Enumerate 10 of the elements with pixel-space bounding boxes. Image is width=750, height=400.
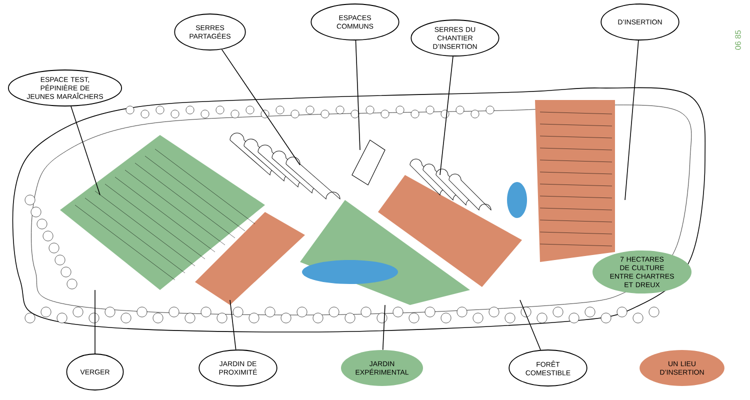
phone-number: 06 85 [735,30,741,50]
leader-line [94,290,96,354]
leader-line [624,40,639,200]
leader-line [230,300,236,350]
leader-line [440,56,454,176]
leader-line [70,106,100,196]
leader-line [221,49,300,166]
leader-line [355,40,360,150]
leader-line [520,300,541,350]
leader-line [382,304,386,350]
